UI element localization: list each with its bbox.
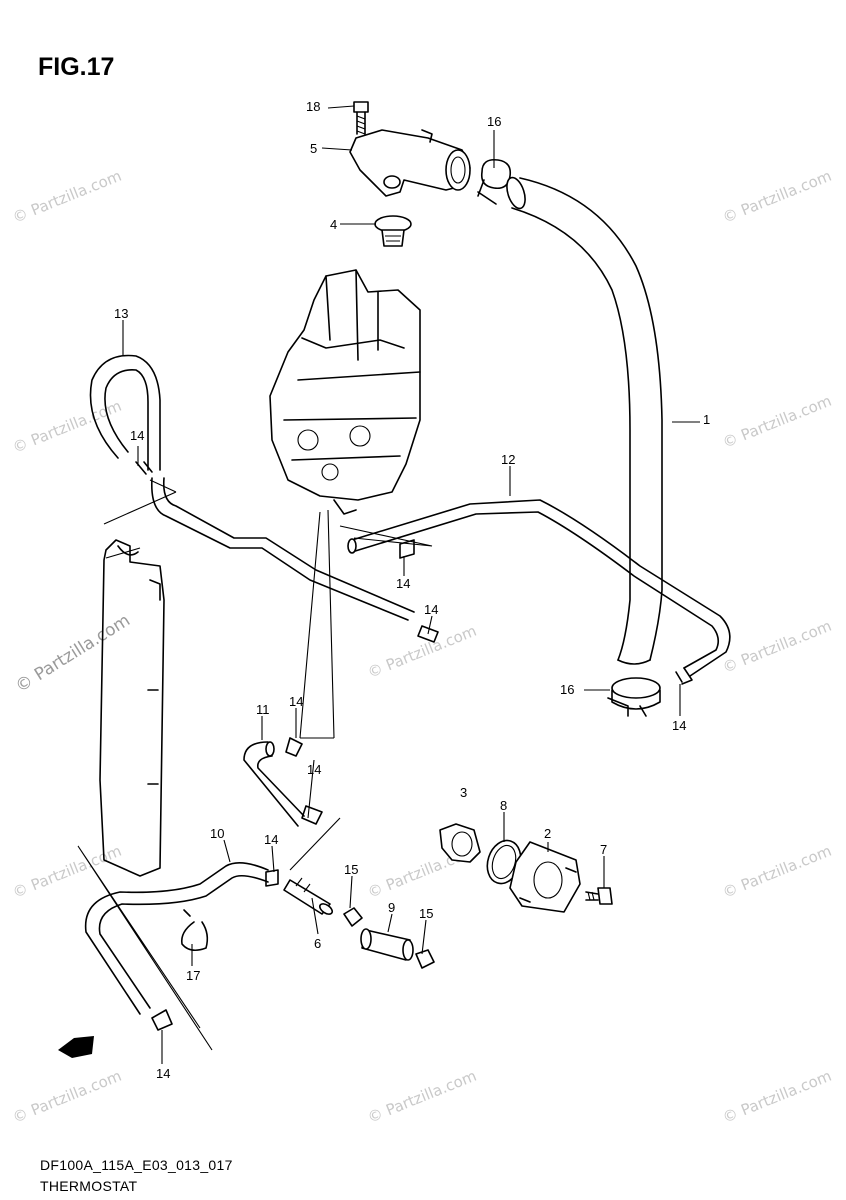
figure-title: FIG.17	[38, 53, 115, 81]
vertical-housing	[99, 539, 165, 877]
callout-14: 14	[396, 576, 411, 591]
callout-18: 18	[306, 99, 321, 114]
hose-loop	[89, 354, 161, 471]
callout-16: 16	[487, 114, 502, 129]
wire-clip	[180, 909, 209, 952]
cover-bolt	[585, 887, 613, 905]
callout-14: 14	[289, 694, 304, 709]
callout-3: 3	[460, 785, 468, 800]
joint-tube	[283, 877, 334, 915]
callout-7: 7	[600, 842, 608, 857]
callout-17: 17	[186, 968, 201, 983]
callout-11: 11	[256, 702, 270, 717]
callout-4: 4	[330, 217, 338, 232]
callout-14: 14	[156, 1066, 171, 1081]
callout-1: 1	[703, 412, 711, 427]
callout-5: 5	[310, 141, 318, 156]
engine-block	[269, 269, 421, 515]
callout-12: 12	[501, 452, 516, 467]
callout-13: 13	[114, 306, 129, 321]
callout-14: 14	[424, 602, 439, 617]
valve-cover	[509, 841, 581, 913]
callout-15: 15	[419, 906, 434, 921]
callout-14: 14	[264, 832, 279, 847]
forward-arrow-icon	[58, 1036, 94, 1058]
reference-triangle	[77, 817, 341, 1051]
callout-16: 16	[560, 682, 575, 697]
callout-2: 2	[544, 826, 552, 841]
hose-cross	[135, 461, 439, 643]
callout-10: 10	[210, 826, 225, 841]
hose-clip-lower	[607, 677, 661, 717]
callout-8: 8	[500, 798, 508, 813]
hose-eleven	[243, 737, 323, 827]
relief-valve	[439, 823, 481, 863]
bolt	[353, 101, 369, 135]
thermostat	[374, 215, 412, 247]
leader-lines	[122, 105, 700, 1064]
callout-14: 14	[672, 718, 687, 733]
hose-clip	[477, 158, 512, 205]
callout-14: 14	[307, 762, 322, 777]
hose-short	[343, 907, 435, 969]
diagram-caption: THERMOSTAT	[40, 1178, 138, 1194]
callout-14: 14	[130, 428, 145, 443]
callout-9: 9	[388, 900, 396, 915]
hose-long	[347, 499, 731, 685]
diagram-code: DF100A_115A_E03_013_017	[40, 1157, 233, 1173]
hose-main	[506, 176, 663, 665]
callout-15: 15	[344, 862, 359, 877]
thermostat-cap	[349, 129, 471, 197]
reference-lines	[103, 479, 433, 739]
callout-6: 6	[314, 936, 322, 951]
